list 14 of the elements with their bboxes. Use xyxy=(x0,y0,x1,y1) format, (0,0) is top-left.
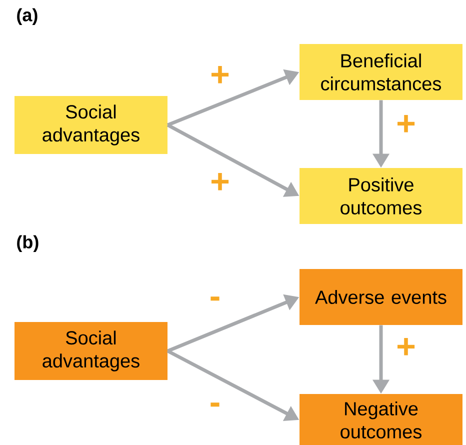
edge-label: - xyxy=(208,296,222,308)
process-box: Adverse events xyxy=(300,269,462,325)
panel-label: (a) xyxy=(17,8,38,25)
process-box: Social advantages xyxy=(14,96,168,154)
edge-label: - xyxy=(208,402,222,414)
process-box: Social advantages xyxy=(14,322,168,380)
process-box: Beneficial circumstances xyxy=(300,44,462,100)
edge-label: + xyxy=(395,114,417,136)
process-box: Positive outcomes xyxy=(300,168,462,224)
edge-label: + xyxy=(209,65,231,87)
edge-label: + xyxy=(395,337,417,359)
process-box: Negative outcomes xyxy=(300,394,462,445)
edge-label: + xyxy=(209,172,231,194)
panel-label: (b) xyxy=(17,235,38,252)
